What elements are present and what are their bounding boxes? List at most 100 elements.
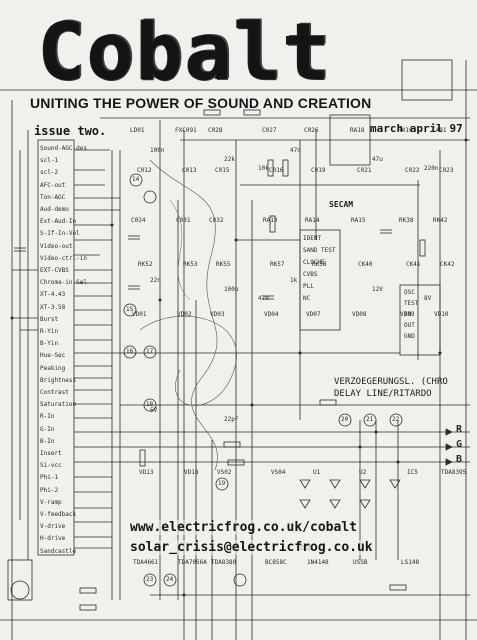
component-ref: C032 (209, 217, 224, 224)
ic-pin-label: AFC-out (40, 181, 66, 189)
component-ref: FXC091 (175, 127, 197, 134)
component-ref: USSB (353, 559, 368, 566)
ic-pin-label: R-Yin (40, 328, 59, 335)
component-ref: C031 (176, 217, 191, 224)
component-ref: RK58 (312, 261, 327, 268)
rgb-output-label: R (456, 424, 463, 435)
component-ref: VS02 (217, 469, 232, 476)
node-number: 14 (132, 176, 140, 183)
ic-pin-label: XT-3.58 (40, 303, 66, 311)
component-ref: U1 (313, 469, 321, 476)
node-number: 17 (146, 348, 154, 355)
ic-pin-label: V-ramp (40, 498, 62, 506)
ic-pin-label: V-feedback (40, 511, 77, 518)
component-value: 47u (372, 156, 383, 163)
component-ref: 1N4148 (307, 559, 329, 566)
ic-pin-label: Video-ctrl-in (40, 254, 87, 262)
node-number: 16 (126, 348, 134, 355)
component-ref: C013 (182, 167, 197, 174)
component-ref: TDA8380 (211, 559, 237, 566)
component-ref: R419 (398, 127, 413, 134)
ic-pin-label: Burst (40, 315, 59, 323)
component-value: 100n (150, 147, 165, 154)
ic-internal-pin: SAND TEST (303, 247, 336, 254)
component-ref: IC5 (407, 469, 418, 476)
ic-pin-label: R-In (40, 413, 55, 421)
component-ref: VD18 (184, 469, 199, 476)
node-number: 22 (392, 416, 400, 423)
component-ref: RK57 (270, 261, 285, 268)
ic-pin-label: B-Yin (40, 340, 59, 348)
component-ref: RK53 (183, 261, 198, 268)
ic-pin-label: Chroma-in-Sel (40, 279, 87, 287)
ic-internal-pin: OUT (404, 322, 415, 329)
ic-pin-label: XT-4.43 (40, 291, 66, 299)
ic-internal-pin: NC (303, 295, 311, 302)
node-number: 21 (366, 416, 374, 423)
component-value: 47n (290, 147, 301, 154)
ic-pin-label: Video-out (40, 242, 73, 250)
ic-pin-label: H-drive (40, 535, 66, 543)
component-value: 220n (424, 165, 439, 172)
ic-pin-label: scl-2 (40, 169, 59, 177)
component-ref: RA15 (351, 217, 366, 224)
ic-internal-pin: IDENT (303, 235, 322, 242)
issue-number: issue two. (34, 124, 107, 138)
component-ref: RA14 (305, 217, 320, 224)
component-ref: C027 (262, 127, 277, 134)
component-value: 22pF (224, 416, 239, 423)
ic-pin-label: Brightness (40, 376, 77, 384)
ic-pin-label: V-drive (40, 523, 66, 531)
component-ref: VD04 (264, 311, 279, 318)
issue-date: march april 97 (370, 122, 463, 135)
component-value: 10k (258, 165, 269, 172)
component-ref: TDA4661 (133, 559, 159, 566)
email-address[interactable]: solar_crisis@electricfrog.co.uk (130, 540, 373, 555)
component-ref: C024 (131, 217, 146, 224)
ic-internal-pin: CVBS (303, 271, 318, 278)
node-number: 20 (341, 416, 349, 423)
ic-internal-pin: PLL (303, 283, 314, 290)
component-ref: RK38 (399, 217, 414, 224)
component-ref: VD09 (400, 311, 415, 318)
component-value: 22n (150, 277, 161, 284)
component-ref: CK42 (440, 261, 455, 268)
component-value: 1k (290, 277, 298, 284)
component-ref: VD01 (132, 311, 147, 318)
component-ref: CK40 (358, 261, 373, 268)
component-ref: VD13 (139, 469, 154, 476)
delay-line-label: VERZOEGERUNGSL. (CHRO DELAY LINE/RITARDO (334, 376, 448, 400)
component-ref: VD03 (210, 311, 225, 318)
component-ref: C015 (215, 167, 230, 174)
ic-pin-label: Ext-Aud-In (40, 218, 77, 226)
component-ref: TDA7056A (178, 559, 207, 566)
component-value: 100p (224, 286, 239, 293)
tagline: UNITING THE POWER OF SOUND AND CREATION (30, 95, 372, 111)
component-ref: VD07 (306, 311, 321, 318)
component-ref: RK42 (433, 217, 448, 224)
delay-line-text-1: VERZOEGERUNGSL. (CHRO (334, 377, 448, 387)
ic-pin-label: B-In (40, 437, 55, 445)
ic-internal-pin: CLOCHE (303, 259, 325, 266)
component-ref: RK52 (138, 261, 153, 268)
component-ref: C022 (405, 167, 420, 174)
magazine-title: Cobalt (38, 8, 332, 98)
ic-pin-label: scl-1 (40, 157, 59, 165)
ic-pin-label: Insert (40, 450, 62, 457)
component-ref: RA18 (350, 127, 365, 134)
component-ref: VD02 (177, 311, 192, 318)
component-ref: LS148 (401, 559, 420, 566)
ic-pin-label: Saturation (40, 401, 77, 409)
ic-pin-label: Phi-2 (40, 486, 59, 494)
component-ref: C023 (439, 167, 454, 174)
component-ref: RK55 (216, 261, 231, 268)
component-ref: U2 (359, 469, 367, 476)
ic-pin-label: Aud-demo (40, 206, 69, 213)
ic-pin-label: S-If-In-Vol (40, 230, 80, 238)
component-ref: C021 (357, 167, 372, 174)
node-number: 19 (218, 480, 226, 487)
website-url[interactable]: www.electricfrog.co.uk/cobalt (130, 520, 357, 535)
component-ref: VD10 (434, 311, 449, 318)
component-value: 8V (424, 295, 432, 302)
ic-internal-pin: TEST (404, 300, 419, 307)
